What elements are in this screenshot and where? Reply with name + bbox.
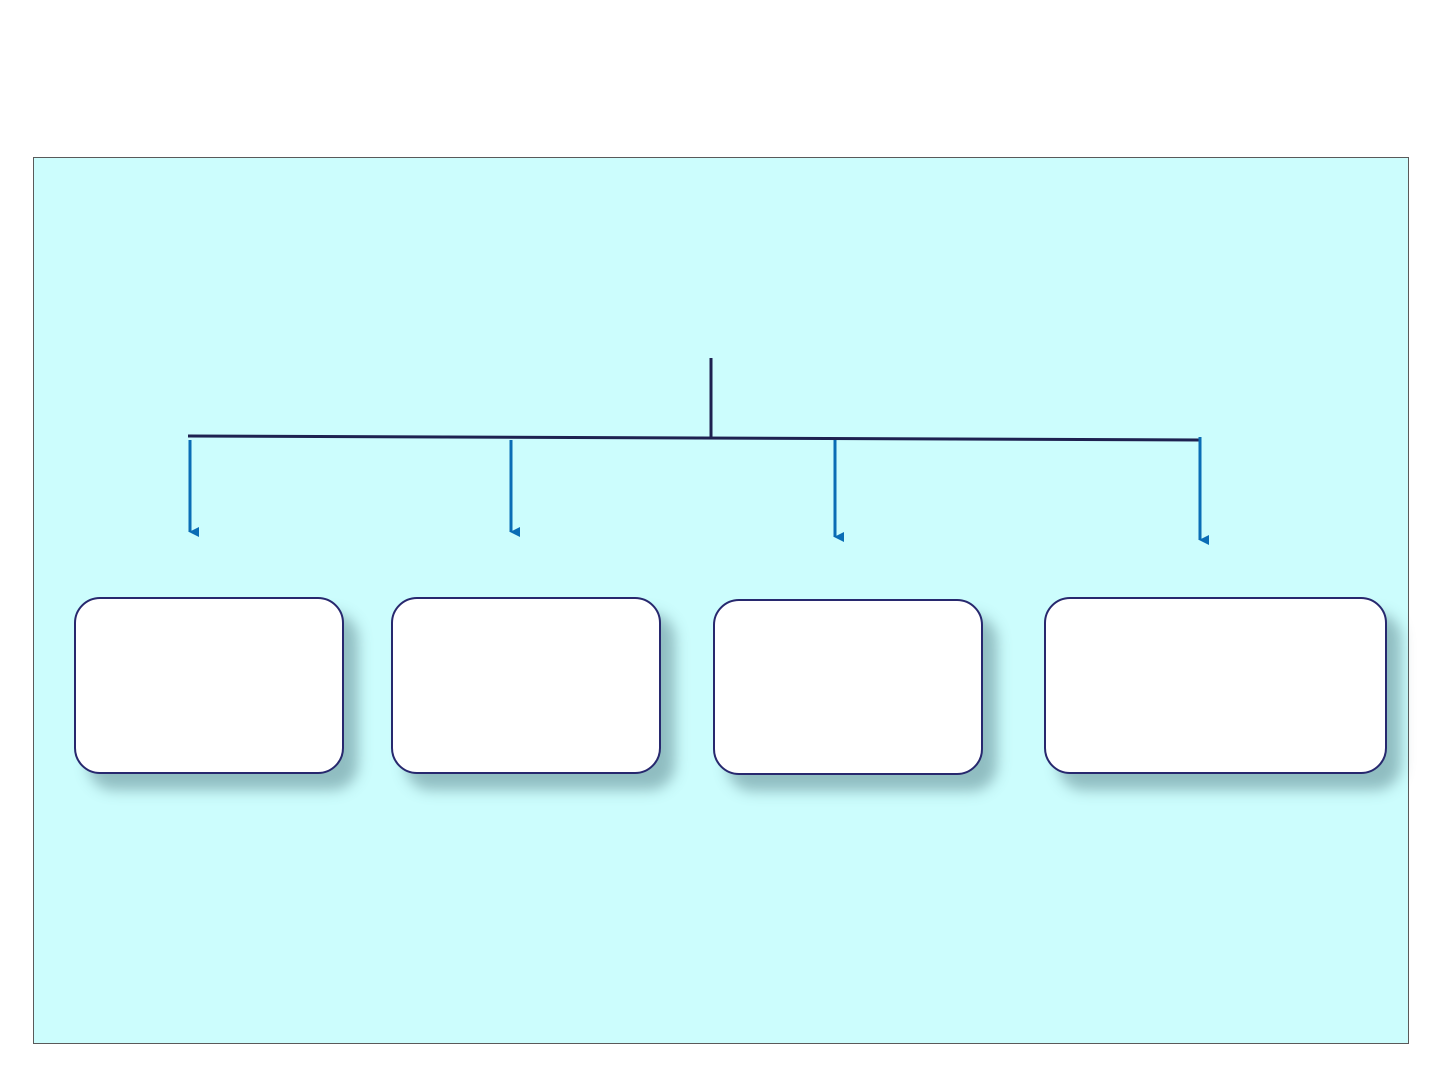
diagram-box-3 (713, 599, 983, 775)
diagram-box-4 (1044, 597, 1387, 774)
diagram-box-2 (391, 597, 661, 774)
diagram-box-1 (74, 597, 344, 774)
